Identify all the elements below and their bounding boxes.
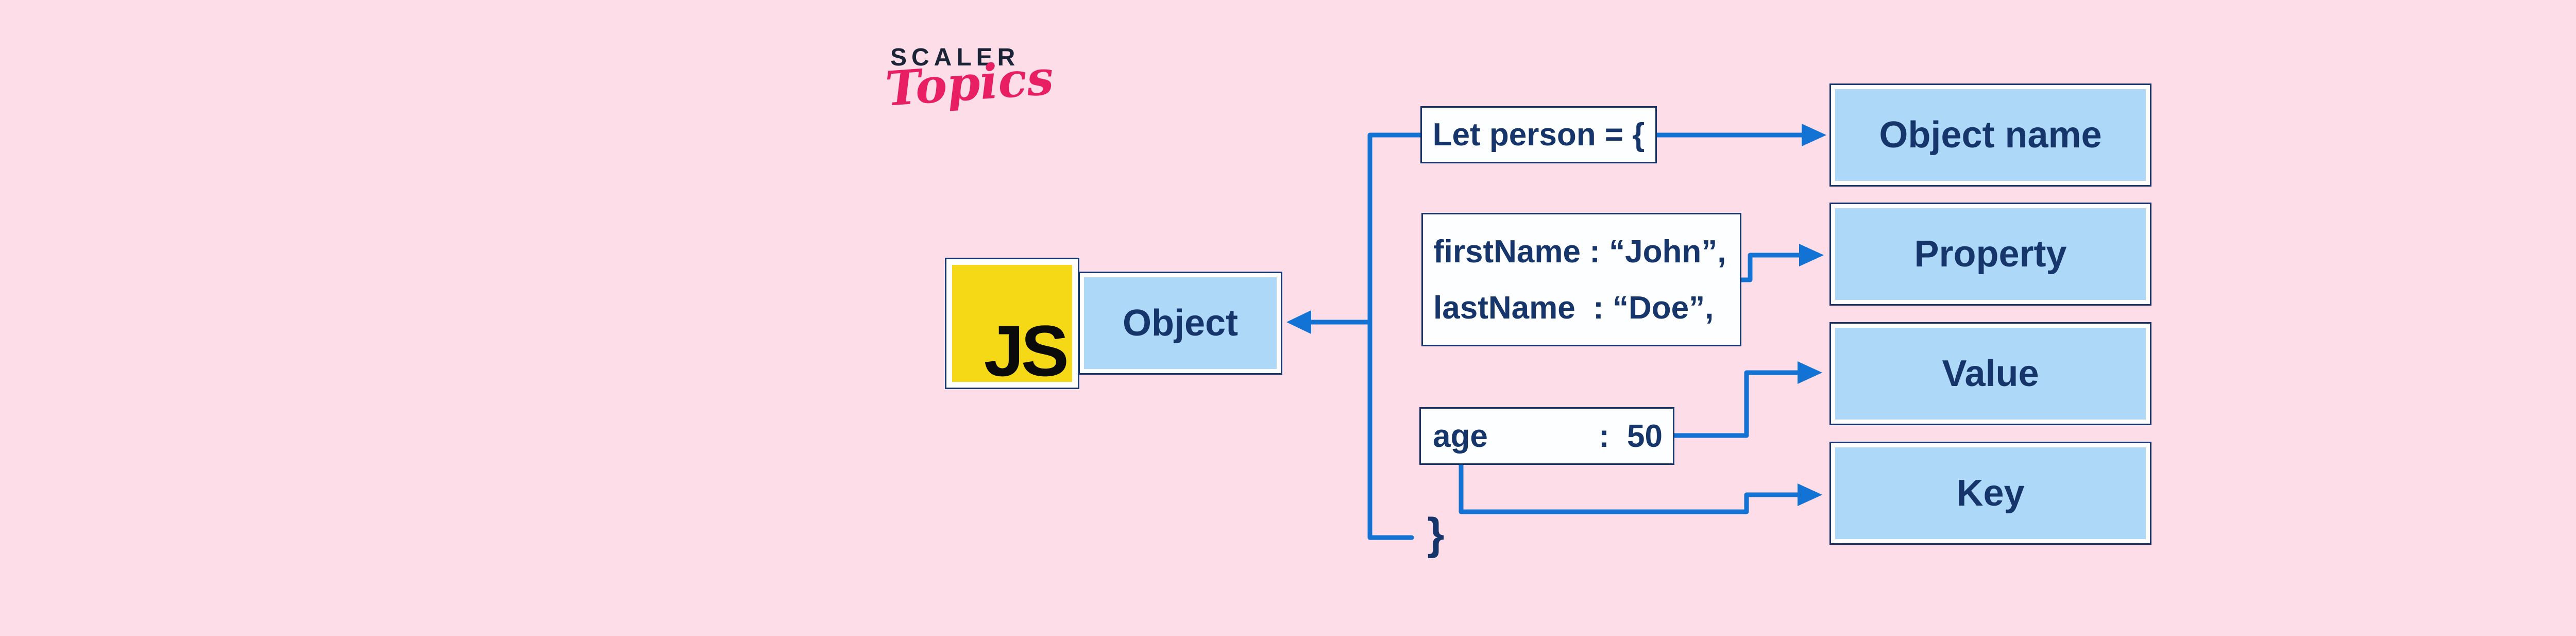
arrowhead-left-to-object: [1286, 310, 1311, 334]
arrowhead-to-value: [1798, 361, 1822, 384]
code-first-name-line: firstName : “John”,: [1433, 233, 1726, 270]
code-age-key: age: [1433, 418, 1488, 454]
trunk-line: [1367, 132, 1423, 540]
logo-brand-text: SCALER: [890, 44, 1020, 71]
code-age-box: age : 50: [1419, 407, 1674, 465]
label-box-value: Value: [1829, 322, 2151, 425]
label-property-text: Property: [1835, 208, 2146, 300]
arrow-age-to-value-shaft: [1672, 370, 1800, 438]
js-logo-yellow-square: JS: [952, 265, 1072, 392]
code-last-name-line: lastName : “Doe”,: [1433, 290, 1714, 326]
label-box-property: Property: [1829, 203, 2151, 306]
object-box-label: Object: [1084, 277, 1277, 369]
code-declaration-text: Let person = {: [1432, 117, 1645, 153]
arrowhead-to-object-name: [1802, 124, 1826, 146]
js-logo-box: JS: [945, 258, 1079, 389]
label-box-key: Key: [1829, 442, 2151, 545]
code-declaration-box: Let person = {: [1420, 106, 1657, 163]
code-age-value: : 50: [1598, 418, 1663, 454]
scaler-topics-logo: SCALER Topics: [884, 44, 1055, 117]
label-box-object-name: Object name: [1829, 83, 2151, 187]
logo-sub-text: Topics: [884, 49, 1056, 117]
object-box: Object: [1078, 272, 1282, 375]
arrowhead-to-key: [1798, 483, 1822, 506]
label-key-text: Key: [1835, 447, 2146, 539]
label-value-text: Value: [1835, 328, 2146, 420]
label-object-name-text: Object name: [1835, 89, 2146, 181]
arrow-properties-to-property-shaft: [1739, 253, 1802, 282]
arrow-age-to-key-shaft: [1459, 462, 1800, 514]
js-logo-text: JS: [984, 310, 1069, 392]
arrowhead-to-property: [1799, 244, 1824, 266]
code-properties-box: firstName : “John”, lastName : “Doe”,: [1421, 213, 1741, 346]
closing-brace: }: [1427, 509, 1445, 559]
